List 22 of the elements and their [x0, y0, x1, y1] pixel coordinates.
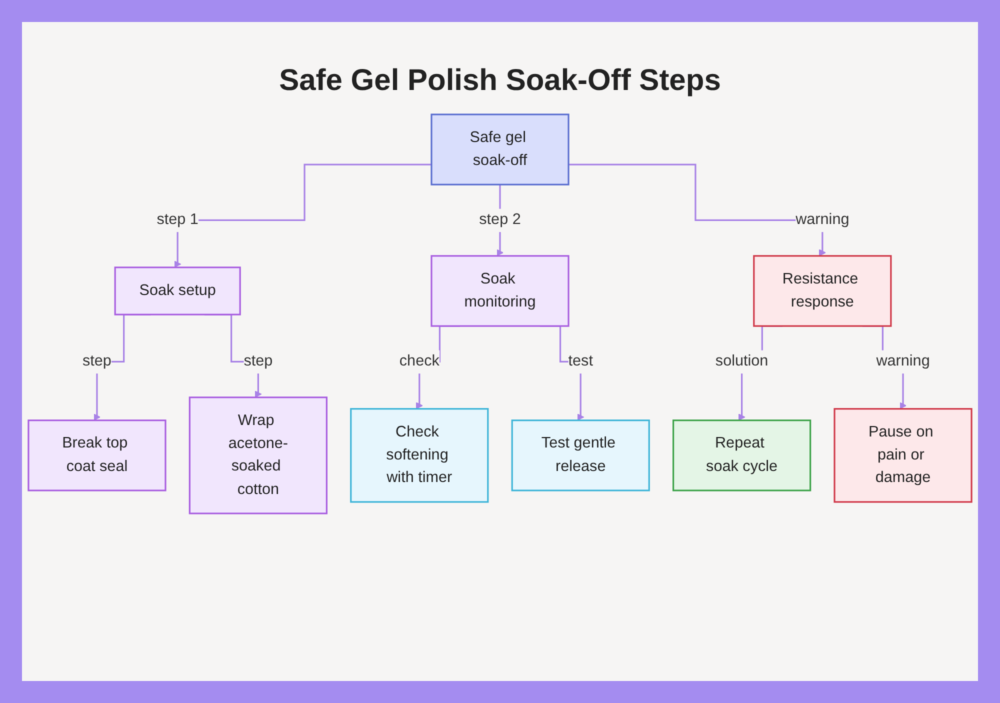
node-box: Soak setup [114, 266, 241, 316]
edge-label: step [244, 352, 273, 370]
edge-label: test [568, 352, 593, 370]
edge-label: step [82, 352, 112, 370]
arrow [568, 164, 826, 256]
diagram-title: Safe Gel Polish Soak-Off Steps [279, 64, 721, 98]
edge-label: warning [796, 211, 850, 228]
edge-label: check [399, 352, 440, 370]
edge-label: step 2 [479, 211, 521, 228]
node-box: Wrap acetone-soaked cotton [188, 396, 328, 514]
edge-label: step 1 [156, 211, 198, 228]
node-box: Repeat soak cycle [672, 420, 812, 492]
node-box: Resistance response [753, 255, 892, 327]
node-box: Soak monitoring [430, 255, 570, 327]
node-box: Check softening with timer [350, 408, 489, 503]
node-box: Break top coat seal [28, 420, 166, 492]
node-box: Safe gel soak-off [430, 114, 570, 186]
node-box: Test gentle release [511, 420, 650, 492]
edge-label: solution [715, 352, 768, 370]
arrow [174, 164, 432, 268]
edge-label: warning [876, 352, 930, 370]
node-box: Pause on pain or damage [834, 408, 972, 503]
